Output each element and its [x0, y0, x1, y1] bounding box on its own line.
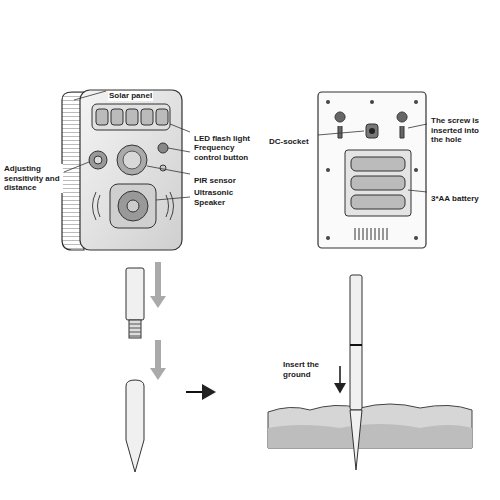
- label-holder: 3*AA battery: [430, 187, 494, 205]
- callout-label: PIR sensor: [193, 176, 237, 186]
- leader-lines: [64, 91, 427, 200]
- label-holder: PIR sensor: [193, 169, 263, 187]
- callout-label: The screw is inserted into the hole: [430, 116, 494, 145]
- label-holder: Solar panel: [108, 84, 178, 102]
- label-holder: The screw is inserted into the hole: [430, 116, 494, 146]
- label-holder: DC-socket: [268, 130, 318, 148]
- callout-label: DC-socket: [268, 137, 310, 147]
- stake-parts: [126, 262, 214, 472]
- device-back: [318, 92, 426, 248]
- ground-scene: [268, 275, 472, 470]
- callout-label: Solar panel: [108, 91, 153, 101]
- device-front: [62, 90, 182, 250]
- callout-label: 3*AA battery: [430, 194, 480, 204]
- callout-label: Adjusting sensitivity and distance: [3, 164, 63, 193]
- label-holder: Insert the ground: [282, 360, 334, 381]
- label-holder: Adjusting sensitivity and distance: [3, 164, 63, 194]
- callout-label: Frequency control button: [193, 143, 263, 162]
- callout-label: Ultrasonic Speaker: [193, 188, 249, 207]
- callout-label: Insert the ground: [282, 360, 334, 379]
- label-holder: Frequency control button: [193, 143, 263, 164]
- label-holder: Ultrasonic Speaker: [193, 188, 249, 209]
